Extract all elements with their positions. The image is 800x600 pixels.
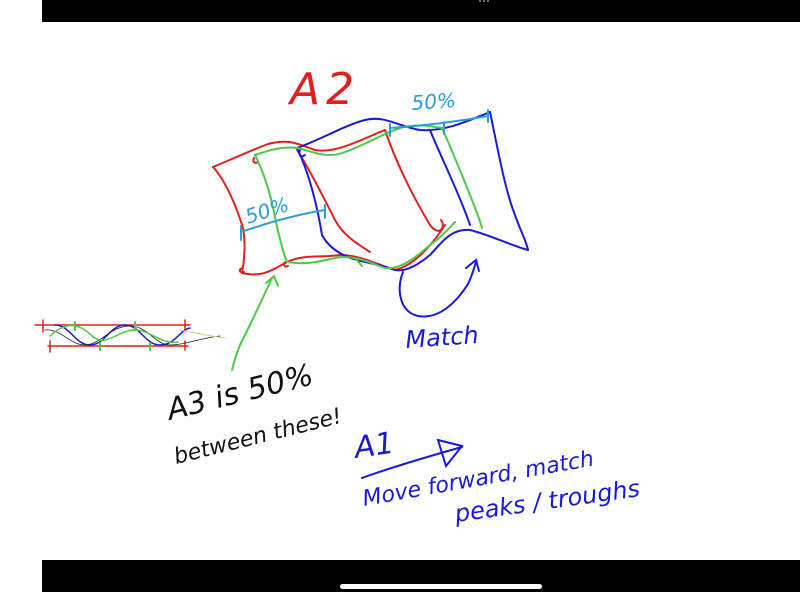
label-a1: A1: [350, 426, 396, 466]
wave-reference-diagram: [34, 319, 226, 353]
a3-green-shape: [231, 124, 483, 371]
a1-direction-arrow: [361, 438, 464, 479]
width-markers: [240, 109, 489, 241]
more-icon[interactable]: [479, 0, 489, 4]
label-a2-width: 50%: [411, 88, 457, 115]
label-a2: A2: [287, 64, 360, 115]
label-match: Match: [404, 321, 479, 354]
top-status-bar: [42, 0, 800, 22]
home-indicator[interactable]: [340, 584, 542, 589]
a2-red-shape: [212, 129, 446, 276]
